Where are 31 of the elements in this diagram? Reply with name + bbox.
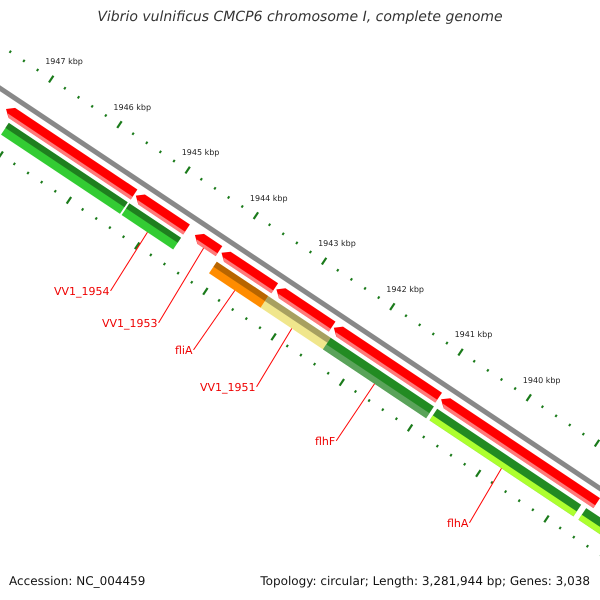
gene-bar bbox=[430, 408, 582, 516]
leader-line bbox=[336, 383, 376, 442]
gene-label: flhA bbox=[447, 517, 468, 530]
leader-line bbox=[468, 468, 502, 524]
scale-label: 1943 kbp bbox=[318, 239, 356, 248]
gene-bar bbox=[122, 203, 181, 250]
gene-label: VV1_1954 bbox=[54, 285, 110, 298]
scale-label: 1942 kbp bbox=[386, 284, 424, 294]
gene-label: VV1_1953 bbox=[102, 317, 158, 330]
chart-title: Vibrio vulnificus CMCP6 chromosome I, complete genome bbox=[96, 9, 504, 25]
gene-bar bbox=[260, 296, 331, 350]
leader-line bbox=[256, 328, 292, 388]
gene-bar bbox=[578, 508, 600, 534]
gene-label: flhF bbox=[315, 435, 336, 448]
scale-label: 1945 kbp bbox=[182, 148, 220, 158]
scale-label: 1941 kbp bbox=[454, 330, 492, 340]
accession-note: Accession: NC_004459 bbox=[9, 574, 146, 588]
leader-line bbox=[193, 290, 236, 350]
gene-block bbox=[194, 234, 222, 256]
gene-bar bbox=[1, 122, 128, 214]
gene-label: VV1_1951 bbox=[200, 381, 256, 394]
gene-bar bbox=[323, 338, 434, 418]
genome-summary-note: Topology: circular; Length: 3,281,944 bp; Genes: 3,038 bbox=[260, 574, 590, 588]
scale-label: 1947 kbp bbox=[45, 57, 83, 66]
leader-line bbox=[110, 232, 148, 292]
scale-label: 1946 kbp bbox=[113, 102, 152, 112]
scale-label: 1944 kbp bbox=[250, 194, 288, 203]
gene-bar bbox=[209, 262, 268, 308]
scale-label: 1940 kbp bbox=[522, 376, 560, 385]
gene-label: fliA bbox=[175, 344, 193, 357]
leader-line bbox=[158, 248, 204, 324]
